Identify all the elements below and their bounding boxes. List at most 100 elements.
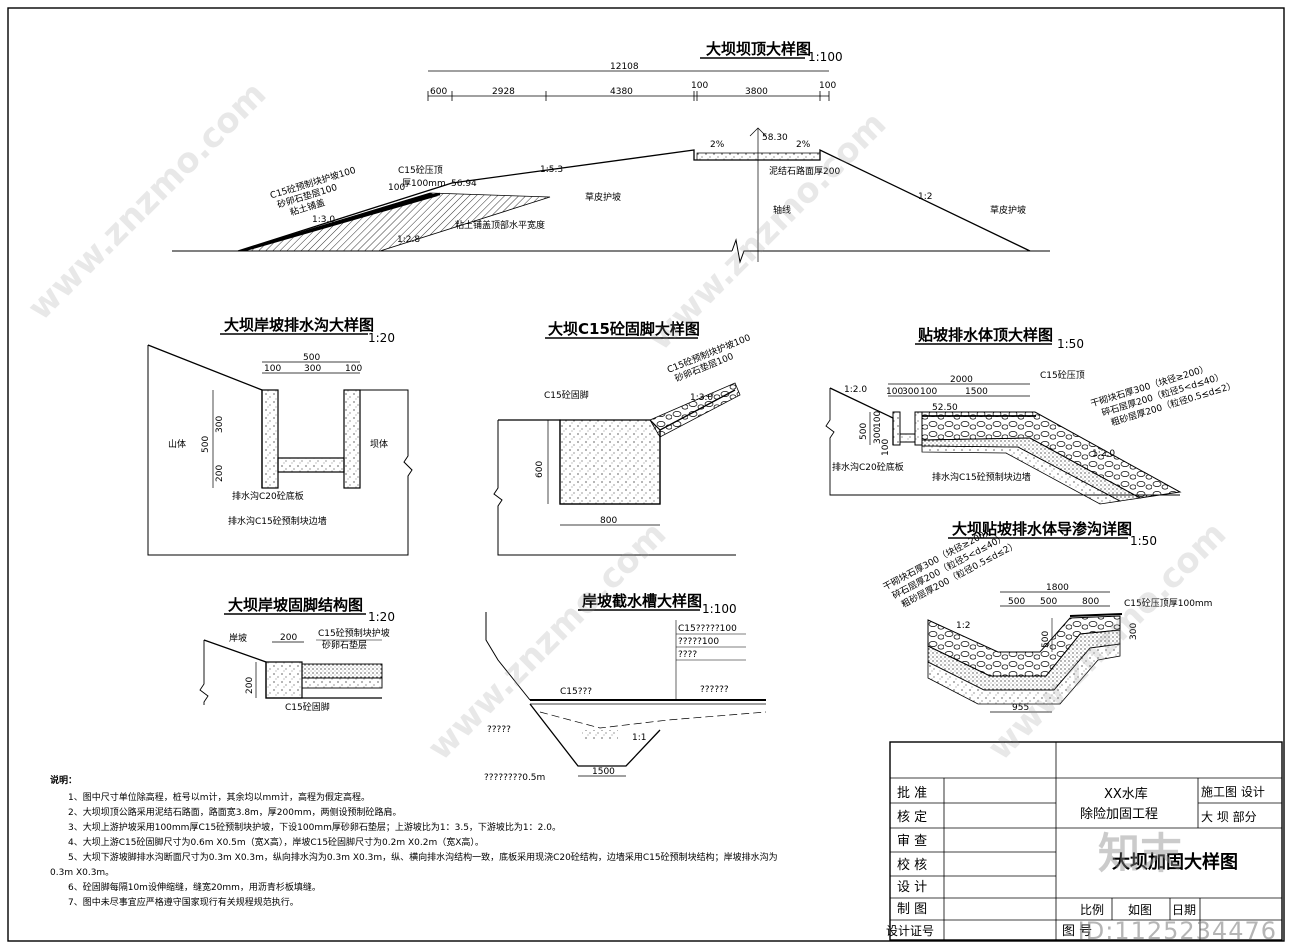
dim-600: 600: [430, 87, 447, 97]
notes-head: 说明：: [50, 776, 78, 786]
dd-dim-v300: 300: [215, 416, 225, 433]
cutoff-title: 岸坡截水槽大样图: [582, 592, 702, 610]
db-lbl-c15: C15砼压顶: [1040, 369, 1085, 381]
cutoff-scale: 1:100: [702, 602, 737, 616]
note-6: 6、砼固脚每隔10m设伸缩缝，缝宽20mm，用沥青杉板填缝。: [68, 883, 321, 893]
lbl-ditch-bottom: 排水沟C20砼底板: [232, 490, 304, 502]
slope-3: 1:3.0: [312, 215, 335, 225]
db-elev: 52.50: [932, 403, 958, 413]
drain-ditch-title: 大坝岸坡排水沟大样图: [224, 316, 374, 334]
sd-lbl-c15: C15砼压顶厚100mm: [1124, 597, 1212, 609]
role-verify: 核 定: [897, 810, 927, 825]
dim-total: 12108: [610, 62, 639, 72]
title-block: 批 准 核 定 审 查 校 核 设 计 制 图 设计证号 XX水库 除险加固工程…: [886, 741, 1283, 941]
dd-dim-v200: 200: [215, 465, 225, 482]
toe-structure-title: 大坝岸坡固脚结构图: [228, 596, 363, 614]
db-dim-300: 300: [902, 387, 919, 397]
note-3: 3、大坝上游护坡采用100mm厚C15砼预制块护坡，下设100mm厚砂卵石垫层；…: [68, 823, 561, 833]
sd-dim-v500: 500: [1041, 631, 1051, 648]
dim-100a: 100: [691, 81, 708, 91]
db-dim-v100b: 100: [881, 439, 891, 456]
lbl-grass-right: 草皮护坡: [990, 204, 1026, 216]
lbl-clay: 粘土铺盖顶部水平宽度: [455, 219, 545, 231]
elev-toe: 56.94: [451, 179, 477, 189]
note-5b: 0.3m X0.3m。: [50, 868, 115, 878]
note-4: 4、大坝上游C15砼固脚尺寸为0.6m X0.5m（宽X高），岸坡C15砼固脚尺…: [68, 838, 484, 848]
db-dim-v300: 300: [873, 427, 883, 444]
role-draw: 制 图: [897, 902, 927, 917]
drain-body-top-detail: 贴坡排水体顶大样图 1:50 2000 100 300 100 1500 500…: [825, 326, 1237, 505]
drawing-name: 大坝加固大样图: [1112, 851, 1238, 873]
lbl-dam-body: 坝体: [370, 438, 388, 450]
note-7: 7、图中未尽事宜应严格遵守国家现行有关规程规范执行。: [68, 898, 299, 908]
ts-dim-w: 200: [280, 633, 297, 643]
lbl-100: 100: [388, 183, 405, 193]
db-lbl-ditch: 排水沟C20砼底板: [832, 461, 904, 473]
lbl-grass-left: 草皮护坡: [585, 191, 621, 203]
ct-row-1: C15?????100: [678, 624, 737, 634]
tw-slope: 1:3.0: [690, 393, 713, 403]
toe-structure-scale: 1:20: [368, 610, 395, 624]
cutoff-trench-detail: 岸坡截水槽大样图 1:100 1500 1:1 C15??? ?????? ??…: [484, 592, 767, 783]
dd-dim-100a: 100: [264, 364, 281, 374]
lbl-axis: 轴线: [773, 204, 791, 216]
ts-lbl-bank: 岸坡: [229, 632, 247, 644]
sd-lbl-layer-2: 碎石层厚200（粒径5<d≤40）: [890, 531, 1008, 601]
tw-dim-h: 600: [535, 461, 545, 478]
db-slope-left: 1:2.0: [844, 385, 867, 395]
image-id: ID:1125234476: [1077, 917, 1277, 945]
sd-dim-v300: 300: [1129, 623, 1139, 640]
sd-dim-800: 800: [1082, 597, 1099, 607]
seepage-ditch-detail: 大坝贴坡排水体导渗沟详图 1:50 1800 500 500 800 955 5…: [881, 520, 1213, 713]
ct-lbl-c15: C15???: [560, 687, 592, 697]
ct-row-3: ????: [678, 650, 697, 660]
drain-body-title: 贴坡排水体顶大样图: [918, 326, 1053, 344]
db-dim-2000: 2000: [950, 375, 973, 385]
dim-100b: 100: [819, 81, 836, 91]
dd-dim-300: 300: [304, 364, 321, 374]
db-dim-100b: 100: [920, 387, 937, 397]
ct-lbl-right: ??????: [700, 685, 729, 695]
ct-dim-w: 1500: [592, 767, 615, 777]
project-line-2: 除险加固工程: [1080, 807, 1158, 822]
role-check: 校 核: [897, 857, 927, 873]
ct-lbl-bottom: ????????0.5m: [484, 773, 545, 783]
tw-dim-w: 800: [600, 516, 617, 526]
dam-crest-scale: 1:100: [808, 50, 843, 64]
seepage-title: 大坝贴坡排水体导渗沟详图: [952, 520, 1132, 538]
role-design: 设 计: [897, 880, 927, 895]
slope-up: 1:5.3: [540, 165, 563, 175]
sd-dim-500a: 500: [1008, 597, 1025, 607]
seepage-scale: 1:50: [1130, 534, 1157, 548]
ts-lbl-layer-2: 砂卵石垫层: [322, 639, 367, 651]
drain-body-scale: 1:50: [1057, 337, 1084, 351]
ct-slope: 1:1: [632, 733, 646, 743]
db-dim-1500: 1500: [965, 387, 988, 397]
db-dim-100a: 100: [886, 387, 903, 397]
dd-dim-v500: 500: [201, 436, 211, 453]
ts-lbl-toe: C15砼固脚: [285, 701, 330, 713]
slope-lower: 1:2.8: [397, 235, 420, 245]
ts-lbl-layer-1: C15砼预制块护坡: [318, 627, 390, 639]
toe-structure-detail: 大坝岸坡固脚结构图 1:20 200 200 岸坡 C15砼固脚 C15砼预制块…: [199, 596, 395, 713]
sd-dim-1800: 1800: [1046, 583, 1069, 593]
drain-ditch-scale: 1:20: [368, 331, 395, 345]
role-approve: 批 准: [897, 786, 927, 801]
sd-dim-955: 955: [1012, 703, 1029, 713]
note-1: 1、图中尺寸单位除高程，桩号以m计，其余均以mm计，高程为假定高程。: [68, 793, 371, 803]
part: 大 坝 部分: [1201, 809, 1257, 824]
project-line-1: XX水库: [1104, 786, 1148, 802]
lbl-pavement: 泥结石路面厚200: [769, 165, 840, 177]
grade-right: 2%: [796, 140, 811, 150]
ts-dim-h: 200: [245, 677, 255, 694]
brand-logo: 知末: [1098, 829, 1183, 878]
lbl-c15-toe: C15砼固脚: [544, 389, 589, 401]
db-dim-v500: 500: [859, 423, 869, 440]
role-review: 审 查: [897, 834, 927, 849]
lbl-c15-top: C15砼压顶: [398, 164, 443, 176]
toe-wall-title: 大坝C15砼固脚大样图: [548, 320, 700, 338]
sd-slope: 1:2: [956, 621, 970, 631]
ct-row-2: ?????100: [678, 637, 719, 647]
note-2: 2、大坝坝顶公路采用泥结石路面，路面宽3.8m，厚200mm，两侧设预制砼路肩。: [68, 808, 402, 818]
